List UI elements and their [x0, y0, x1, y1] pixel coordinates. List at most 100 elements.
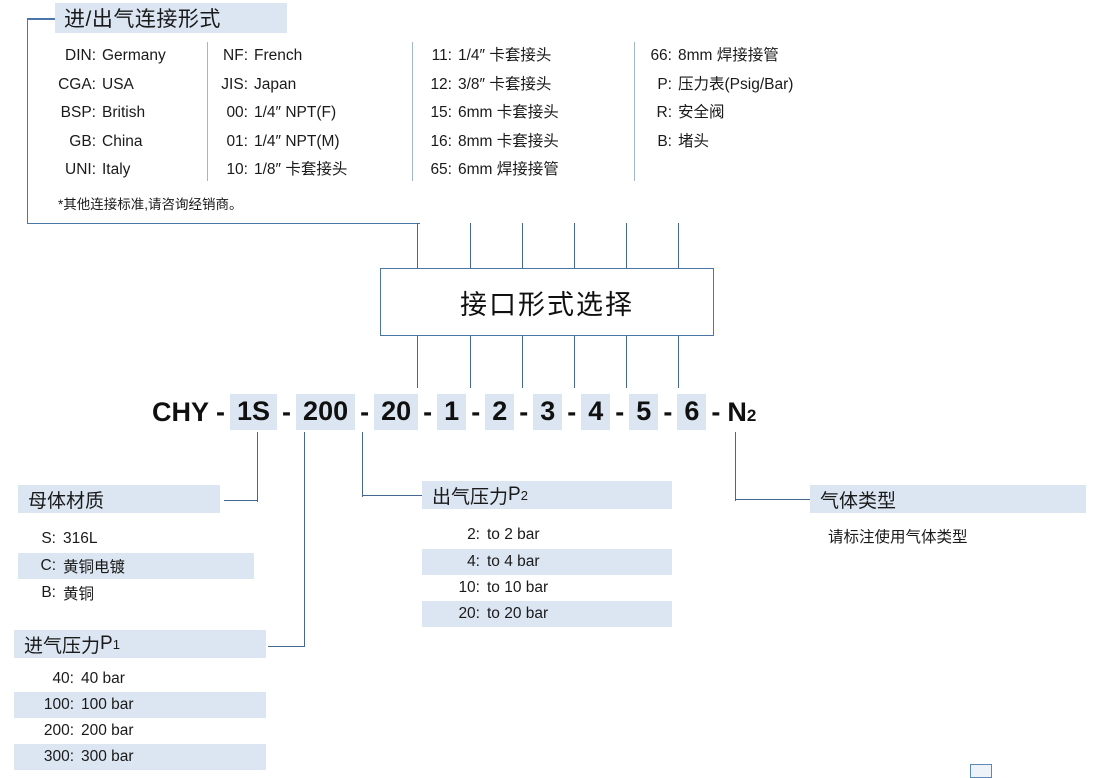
- option-code: 12:: [430, 75, 452, 93]
- code-seg-port-5: 5: [629, 394, 659, 430]
- connector-tick-up-2: [470, 223, 472, 268]
- connector-tick-down-2: [470, 336, 472, 388]
- option-desc: 300 bar: [81, 748, 134, 765]
- connector-tick-up-4: [574, 223, 576, 268]
- option-desc: 1/4″ NPT(M): [254, 132, 340, 150]
- option-desc: 6mm 焊接接管: [458, 161, 559, 179]
- list-item: 65: 6mm 焊接接管: [424, 156, 559, 185]
- option-code: NF:: [223, 47, 248, 64]
- option-desc: 40 bar: [81, 670, 125, 687]
- list-item: S: 316L: [18, 526, 254, 552]
- connection-column-1: DIN:Germany CGA:USA BSP:British GB:China…: [46, 42, 166, 185]
- list-item: 10:1/8″ 卡套接头: [214, 156, 347, 185]
- code-seg-port-3: 3: [533, 394, 563, 430]
- option-desc: 黄铜: [63, 586, 95, 603]
- connection-type-frame-nub: [27, 18, 55, 20]
- option-code: 20:: [458, 605, 480, 622]
- connector-gas-vert: [735, 432, 737, 501]
- option-code: 4:: [467, 553, 480, 570]
- model-code: CHY - 1S - 200 - 20 - 1 - 2 - 3 - 4 - 5 …: [150, 392, 758, 432]
- option-desc: 1/4″ 卡套接头: [458, 47, 552, 64]
- connection-column-4: 66:8mm 焊接接管 P:压力表(Psig/Bar) R:安全阀 B:堵头: [646, 42, 793, 156]
- code-gas-symbol: N: [727, 396, 747, 427]
- option-code: 10:: [458, 579, 480, 596]
- option-code: 100:: [43, 696, 74, 713]
- connection-type-frame: [27, 18, 420, 224]
- list-item: 15:6mm 卡套接头: [424, 99, 558, 128]
- option-desc: 堵头: [678, 132, 710, 150]
- connector-tick-down-6: [678, 336, 680, 388]
- option-code: DIN:: [65, 47, 96, 64]
- gas-type-note: 请标注使用气体类型: [828, 529, 968, 546]
- connector-gas-horz: [735, 499, 810, 501]
- option-code: 01:: [226, 132, 248, 150]
- code-seg-outlet-pressure: 20: [374, 394, 419, 430]
- code-dash: -: [615, 396, 625, 427]
- code-dash: -: [216, 396, 226, 427]
- connection-type-note: *其他连接标准,请咨询经销商。: [58, 197, 243, 212]
- option-code: BSP:: [60, 104, 96, 122]
- outlet-pressure-symbol: P: [508, 484, 521, 505]
- list-item: CGA:USA: [46, 71, 166, 100]
- option-code: 300:: [43, 748, 74, 765]
- code-dash: -: [471, 396, 481, 427]
- list-item: 11:1/4″ 卡套接头: [424, 42, 559, 71]
- code-dash: -: [567, 396, 577, 427]
- code-dash: -: [663, 396, 673, 427]
- option-desc: 316L: [63, 530, 98, 547]
- option-desc: British: [102, 104, 146, 122]
- column-divider-2: [412, 42, 414, 181]
- option-desc: USA: [102, 75, 134, 93]
- list-item: B: 堵头: [646, 128, 793, 157]
- option-code: S:: [41, 530, 56, 547]
- list-item: JIS:Japan: [214, 71, 347, 100]
- list-item: 40: 40 bar: [14, 666, 266, 692]
- option-code: B:: [657, 132, 672, 150]
- code-dash: -: [519, 396, 529, 427]
- connector-tick-up-1: [417, 223, 419, 268]
- option-desc: Italy: [102, 161, 131, 179]
- option-desc: to 10 bar: [487, 579, 549, 596]
- code-seg-material: 1S: [230, 394, 278, 430]
- list-item: R: 安全阀: [646, 99, 793, 128]
- option-code: 65:: [430, 161, 452, 179]
- option-desc: 100 bar: [81, 696, 134, 713]
- list-item: 200: 200 bar: [14, 718, 266, 744]
- option-code: 40:: [52, 670, 74, 687]
- code-gas-subscript: 2: [746, 405, 757, 425]
- code-seg-port-2: 2: [485, 394, 515, 430]
- column-divider-1: [207, 42, 209, 181]
- bottom-edge-widget[interactable]: [970, 764, 992, 778]
- list-item: 4: to 4 bar: [422, 549, 672, 575]
- code-dash: -: [423, 396, 433, 427]
- option-desc: 黄铜电镀: [63, 559, 126, 576]
- connection-column-3: 11:1/4″ 卡套接头 12:3/8″ 卡套接头 15:6mm 卡套接头 16…: [424, 42, 559, 185]
- option-code: R:: [656, 104, 673, 122]
- code-dash: -: [360, 396, 370, 427]
- connector-tick-down-3: [522, 336, 524, 388]
- list-item: DIN:Germany: [46, 42, 166, 71]
- list-item: 300: 300 bar: [14, 744, 266, 770]
- connector-tick-down-1: [417, 336, 419, 388]
- list-item: B: 黄铜: [18, 580, 254, 606]
- connector-outlet-horz: [362, 495, 422, 497]
- connector-tick-up-3: [522, 223, 524, 268]
- connector-tick-up-5: [626, 223, 628, 268]
- list-item: 10: to 10 bar: [422, 575, 672, 601]
- column-divider-3: [634, 42, 636, 181]
- option-code: 200:: [43, 722, 74, 739]
- inlet-pressure-subscript: 1: [112, 636, 120, 652]
- code-seg-inlet-pressure: 200: [296, 394, 356, 430]
- code-seg-port-6: 6: [677, 394, 707, 430]
- code-dash: -: [282, 396, 292, 427]
- option-desc: Japan: [254, 75, 297, 93]
- option-code: P:: [657, 75, 672, 93]
- connector-material-vert: [257, 432, 259, 502]
- option-code: GB:: [69, 132, 96, 150]
- option-code: 15:: [430, 104, 452, 122]
- material-title: 母体材质: [18, 485, 220, 513]
- option-desc: 安全阀: [678, 104, 725, 122]
- option-desc: to 4 bar: [487, 553, 540, 570]
